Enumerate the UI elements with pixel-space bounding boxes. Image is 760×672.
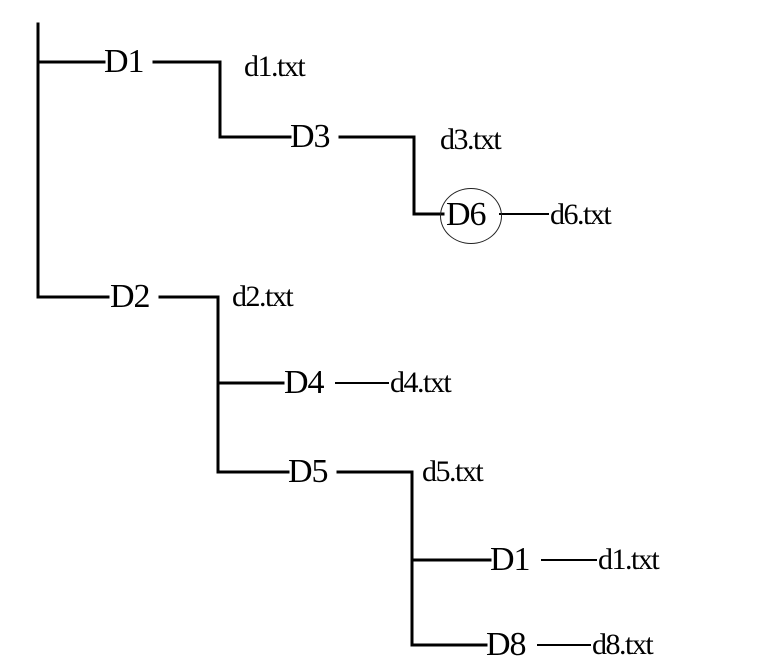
edge-d3-branch [338, 135, 445, 216]
node-d1: D1 [104, 43, 145, 80]
file-d2: d2.txt [232, 280, 294, 313]
node-d6: D6 [446, 196, 487, 233]
file-d1-nested: d1.txt [598, 543, 660, 576]
file-d1: d1.txt [244, 50, 306, 83]
node-d8: D8 [486, 626, 527, 663]
edge-d1-branch [152, 60, 292, 139]
file-d6: d6.txt [550, 198, 612, 231]
node-d4: D4 [284, 364, 325, 401]
highlight-circle [440, 188, 502, 244]
node-d1-nested: D1 [490, 541, 531, 578]
node-d5: D5 [288, 453, 329, 490]
file-d8: d8.txt [592, 628, 654, 661]
file-d5: d5.txt [422, 455, 484, 488]
node-d2: D2 [110, 278, 151, 315]
file-d3: d3.txt [440, 123, 502, 156]
file-d4: d4.txt [390, 366, 452, 399]
node-d3: D3 [290, 118, 331, 155]
